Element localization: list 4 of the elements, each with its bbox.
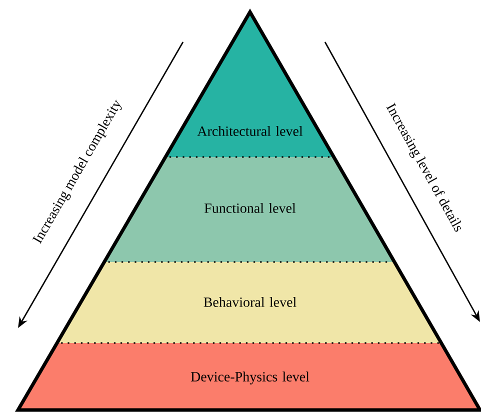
pyramid-level: Device-Physics level: [18, 343, 481, 410]
pyramid-level: Architectural level: [166, 12, 334, 157]
pyramid-level: Behavioral level: [57, 262, 443, 343]
pyramid-level: Functional level: [104, 157, 396, 262]
